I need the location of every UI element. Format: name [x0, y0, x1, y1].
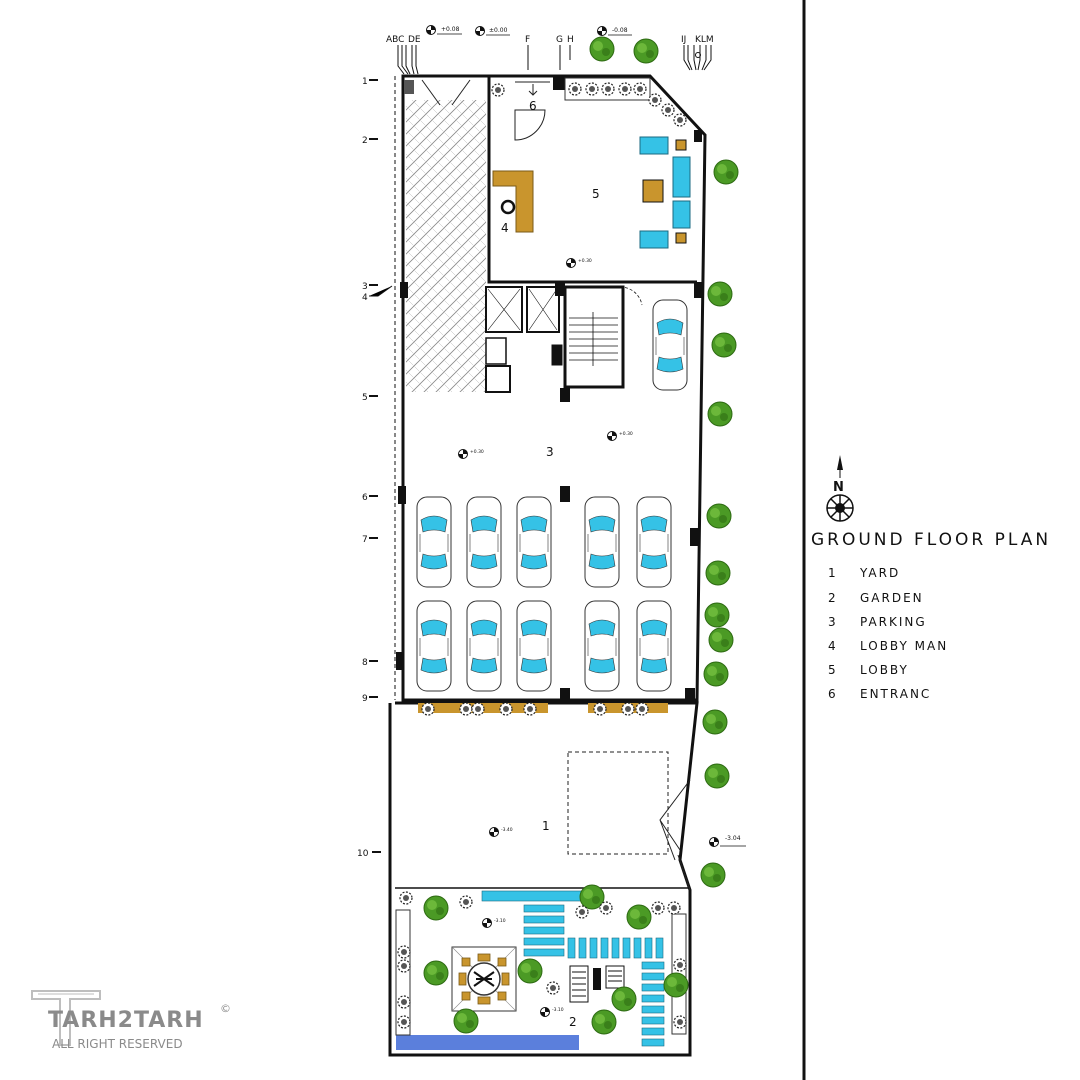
level-lines	[437, 33, 746, 847]
plan-title: GROUND FLOOR PLAN	[811, 530, 1052, 550]
legend-number: 5	[828, 663, 838, 677]
legend-item-lobby-man: 4 LOBBY MAN	[828, 639, 948, 653]
room-number-yard: 1	[542, 819, 550, 833]
level-text-6: +0.30	[470, 449, 484, 455]
level-text-5: +0.30	[619, 431, 633, 437]
level-text-7: -3.40	[501, 827, 513, 833]
grid-left-9: 9	[362, 694, 368, 704]
watermark-name: TARH2TARH	[48, 1008, 204, 1033]
level-text-2: ±0.00	[489, 27, 508, 34]
grid-left-2: 2	[362, 136, 368, 146]
grid-left-3: 3	[362, 282, 368, 292]
grid-left-7: 7	[362, 535, 368, 545]
grid-left-ticks	[369, 79, 393, 853]
north-arrow-icon	[826, 455, 854, 522]
legend-item-yard: 1 YARD	[828, 566, 900, 580]
legend-label: YARD	[860, 566, 901, 580]
building-core	[485, 285, 643, 393]
watermark-logo-icon	[31, 990, 101, 1046]
grid-left-8: 8	[362, 658, 368, 668]
lobby-furniture	[492, 136, 691, 249]
grid-left-10: 10	[357, 849, 369, 859]
legend-number: 3	[828, 615, 838, 629]
entrance-doors	[421, 79, 550, 141]
legend-number: 4	[828, 639, 838, 653]
grid-top-de: DE	[408, 35, 421, 45]
grid-left-4: 4	[362, 293, 368, 303]
room-number-garden: 2	[569, 1015, 577, 1029]
level-text-3: -0.08	[612, 27, 628, 34]
legend-number: 6	[828, 687, 838, 701]
grid-top-g: G	[556, 35, 563, 45]
grid-left-1: 1	[362, 77, 368, 87]
structural-columns	[396, 76, 702, 702]
level-text-1: +0.08	[441, 26, 460, 33]
grid-top-ticks	[397, 45, 712, 75]
room-number-entrance: 6	[529, 99, 537, 113]
room-number-lobby-man: 4	[501, 221, 509, 235]
legend-label: PARKING	[860, 615, 927, 629]
grid-top-h: H	[567, 35, 574, 45]
grid-left-6: 6	[362, 493, 368, 503]
level-text-9: -3.10	[494, 918, 506, 924]
legend-label: LOBBY	[860, 663, 909, 677]
parking-planters	[418, 702, 668, 716]
top-planters	[491, 77, 687, 127]
legend-number: 1	[828, 566, 838, 580]
legend-item-parking: 3 PARKING	[828, 615, 927, 629]
level-text-4: +0.30	[578, 258, 592, 264]
legend-number: 2	[828, 591, 838, 605]
watermark-copyright: ©	[220, 1002, 231, 1015]
grid-top-klm: KLM	[695, 35, 714, 45]
level-text-8: -3.04	[725, 835, 741, 842]
room-number-lobby: 5	[592, 187, 600, 201]
legend-label: GARDEN	[860, 591, 924, 605]
room-number-parking: 3	[546, 445, 554, 459]
legend-item-lobby: 5 LOBBY	[828, 663, 909, 677]
legend-label: LOBBY MAN	[860, 639, 949, 653]
compass-label: N	[833, 480, 844, 495]
legend-item-entrance: 6 ENTRANC	[828, 687, 931, 701]
yard-features	[567, 751, 691, 891]
grid-top-abc: ABC	[386, 35, 404, 45]
level-text-10: -3.10	[552, 1007, 564, 1013]
grid-top-ij: IJ	[681, 35, 686, 45]
yard-hatch-strip	[406, 100, 486, 392]
grid-left-5: 5	[362, 393, 368, 403]
legend-item-garden: 2 GARDEN	[828, 591, 924, 605]
watermark-subtitle: ALL RIGHT RESERVED	[52, 1037, 183, 1051]
legend-label: ENTRANC	[860, 687, 932, 701]
grid-top-f: F	[525, 35, 530, 45]
garden-features	[395, 890, 687, 1050]
building-walls	[388, 74, 707, 1057]
